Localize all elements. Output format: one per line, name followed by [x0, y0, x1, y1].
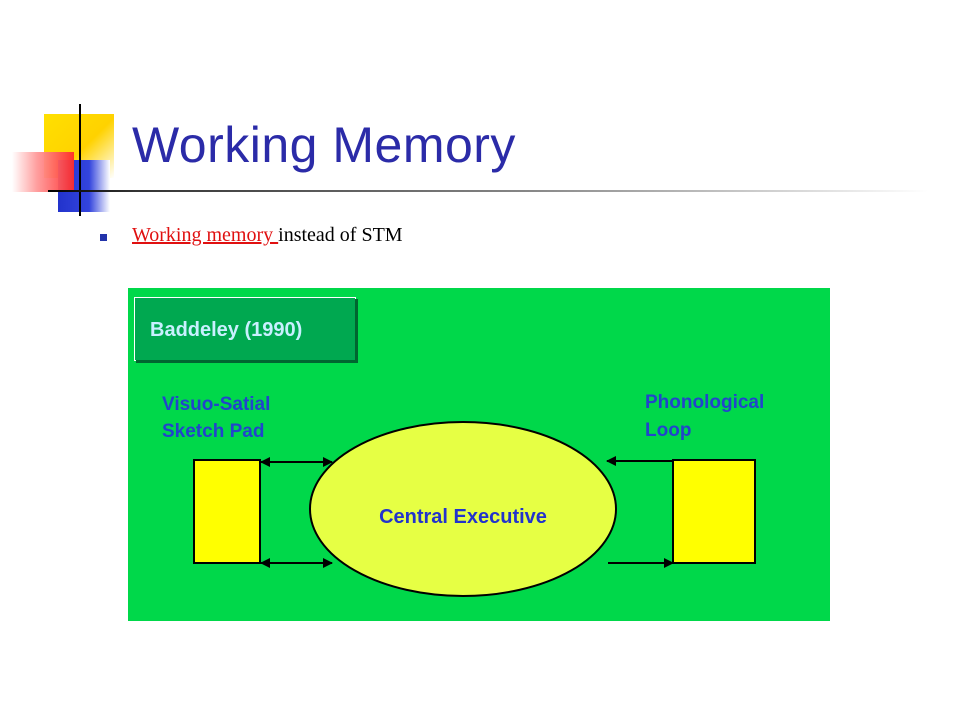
diagram-canvas: Baddeley (1990) Visuo-Satial Sketch Pad …: [128, 288, 830, 621]
left-label-line2: Sketch Pad: [162, 421, 264, 442]
bullet-text: Working memory instead of STM: [132, 224, 403, 247]
bullet-rest-text: instead of STM: [278, 224, 403, 246]
right-label-line1: Phonological: [645, 392, 764, 413]
decor-red-square: [12, 152, 74, 192]
title-underline: [48, 190, 928, 192]
source-label: Baddeley (1990): [150, 319, 302, 341]
central-executive-label: Central Executive: [379, 506, 547, 528]
phonological-loop-box: [672, 459, 756, 564]
working-memory-link[interactable]: Working memory: [132, 224, 279, 246]
source-box: Baddeley (1990): [134, 297, 358, 363]
source-box-fill: [135, 298, 355, 360]
central-executive-ellipse: [309, 421, 617, 597]
decor-vertical-line: [79, 104, 81, 216]
left-label-line1: Visuo-Satial: [162, 394, 270, 415]
sketch-pad-box: [193, 459, 261, 564]
right-arrows: [606, 456, 674, 568]
bullet-marker: [100, 234, 107, 241]
slide-title: Working Memory: [132, 117, 516, 173]
working-memory-diagram: Baddeley (1990) Visuo-Satial Sketch Pad …: [128, 288, 830, 621]
right-label-line2: Loop: [645, 420, 691, 441]
left-arrows: [260, 457, 333, 568]
